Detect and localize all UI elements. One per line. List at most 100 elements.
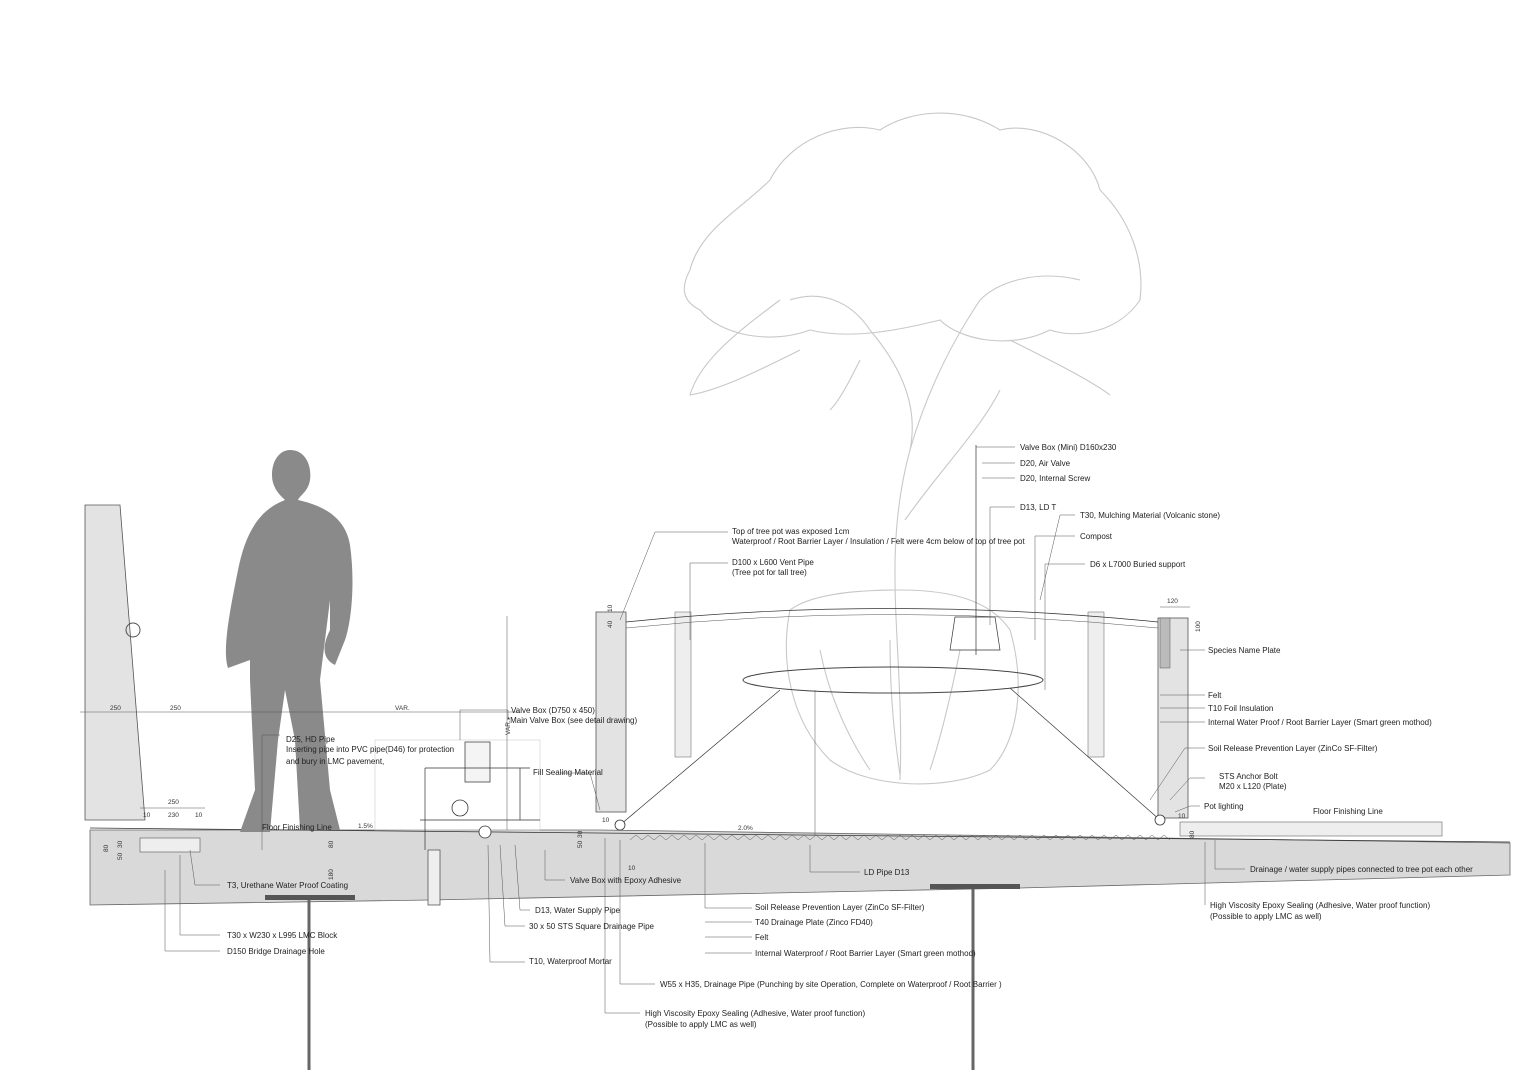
label-drainage-connected: Drainage / water supply pipes connected … bbox=[1250, 865, 1473, 874]
dim-100: 100 bbox=[1195, 621, 1202, 632]
dim-120: 120 bbox=[1167, 598, 1178, 605]
label-fill-sealing: Fill Sealing Material bbox=[533, 768, 603, 777]
dim-250b: 250 bbox=[170, 705, 181, 712]
dim-250c: 250 bbox=[168, 799, 179, 806]
label-water-supply: D13, Water Supply Pipe bbox=[535, 906, 621, 915]
valve-piping bbox=[420, 767, 540, 850]
label-epoxy-bottom-2: (Possible to apply LMC as well) bbox=[645, 1020, 757, 1029]
label-floor-finishing-right: Floor Finishing Line bbox=[1313, 807, 1383, 816]
dim-10f: 10 bbox=[1178, 813, 1186, 820]
pier-cap-right bbox=[930, 884, 1020, 889]
label-valve-box-mini: Valve Box (Mini) D160x230 bbox=[1020, 443, 1117, 452]
guy-wire-right bbox=[1009, 687, 1161, 821]
valve-body bbox=[464, 741, 491, 783]
parapet bbox=[84, 504, 146, 821]
label-top-pot-2: Waterproof / Root Barrier Layer / Insula… bbox=[732, 537, 1026, 546]
mini-valve-box bbox=[949, 616, 1001, 651]
valve-gauge bbox=[451, 799, 469, 817]
species-plate bbox=[1159, 617, 1171, 669]
label-mortar: T10, Waterproof Mortar bbox=[529, 957, 612, 966]
label-felt-bottom: Felt bbox=[755, 933, 769, 942]
pier-cap-left bbox=[265, 895, 355, 900]
label-internal-screw: D20, Internal Screw bbox=[1020, 474, 1090, 483]
slope-left: 1.5% bbox=[358, 823, 373, 830]
guy-wire-left bbox=[619, 689, 781, 826]
dim-80b: 80 bbox=[328, 840, 335, 848]
label-valve-box-main-1: Valve Box (D750 x 450) bbox=[511, 706, 595, 715]
label-valve-box-main-2: *Main Valve Box (see detail drawing) bbox=[507, 716, 637, 725]
label-sts-drainage: 30 x 50 STS Square Drainage Pipe bbox=[529, 922, 655, 931]
label-ld-pipe: LD Pipe D13 bbox=[864, 868, 910, 877]
label-pot-lighting: Pot lighting bbox=[1204, 802, 1244, 811]
pot-wall-right bbox=[1157, 617, 1189, 819]
label-bridge-hole: D150 Bridge Drainage Hole bbox=[227, 947, 325, 956]
label-compost: Compost bbox=[1080, 532, 1113, 541]
label-soil-release-right: Soil Release Prevention Layer (ZinCo SF-… bbox=[1208, 744, 1378, 753]
slope-mid: 2.0% bbox=[738, 825, 753, 832]
vent-pipe-right bbox=[1087, 611, 1105, 758]
valve-meter bbox=[478, 825, 492, 839]
human-silhouette bbox=[225, 450, 353, 832]
anchor-left bbox=[614, 819, 626, 831]
dim-30: 30 bbox=[117, 840, 124, 848]
slab bbox=[89, 829, 1511, 906]
dim-230: 230 bbox=[168, 812, 179, 819]
label-soil-release-bottom: Soil Release Prevention Layer (ZinCo SF-… bbox=[755, 903, 925, 912]
anchor-right bbox=[1154, 814, 1166, 826]
label-floor-finishing-left: Floor Finishing Line bbox=[262, 823, 332, 832]
dim-250a: 250 bbox=[110, 705, 121, 712]
parapet-pipe bbox=[125, 622, 141, 638]
dim-180: 180 bbox=[328, 869, 335, 880]
pot-wall-left bbox=[595, 611, 627, 813]
floor-line bbox=[89, 827, 1511, 843]
dim-80c: 80 bbox=[1189, 830, 1196, 838]
dim-10b: 10 bbox=[195, 812, 203, 819]
label-hd-pipe-2: Inserting pipe into PVC pipe(D46) for pr… bbox=[286, 745, 454, 754]
dim-var-h: VAR. bbox=[395, 705, 410, 712]
label-vent-pipe-2: (Tree pot for tall tree) bbox=[732, 568, 807, 577]
soil-top bbox=[625, 608, 1159, 623]
label-top-pot-1: Top of tree pot was exposed 1cm bbox=[732, 527, 850, 536]
label-internal-wp-right: Internal Water Proof / Root Barrier Laye… bbox=[1208, 718, 1432, 727]
dim-50a: 50 bbox=[117, 852, 124, 860]
label-species-plate: Species Name Plate bbox=[1208, 646, 1281, 655]
dim-10c: 10 bbox=[607, 604, 614, 612]
label-hd-pipe-1: D25, HD Pipe bbox=[286, 735, 335, 744]
tree-outline bbox=[683, 112, 1142, 785]
label-epoxy-bottom-1: High Viscosity Epoxy Sealing (Adhesive, … bbox=[645, 1009, 865, 1018]
valve-box-outline bbox=[374, 739, 541, 831]
label-epoxy-right-2: (Possible to apply LMC as well) bbox=[1210, 912, 1322, 921]
mulch-layer bbox=[625, 614, 1159, 629]
label-felt-right: Felt bbox=[1208, 691, 1222, 700]
dim-40: 40 bbox=[607, 620, 614, 628]
leader-lines bbox=[164, 446, 1245, 1014]
label-valve-box-epoxy: Valve Box with Epoxy Adhesive bbox=[570, 876, 682, 885]
drainage-plate bbox=[629, 834, 1171, 841]
dim-10a: 10 bbox=[143, 812, 151, 819]
right-paving bbox=[1179, 821, 1443, 837]
dim-50b: 50 bbox=[577, 840, 584, 848]
label-anchor-bolt-2: M20 x L120 (Plate) bbox=[1219, 782, 1287, 791]
dim-var-v: VAR. bbox=[505, 720, 512, 735]
label-anchor-bolt-1: STS Anchor Bolt bbox=[1219, 772, 1278, 781]
label-drainage-pipe: W55 x H35, Drainage Pipe (Punching by si… bbox=[660, 980, 1002, 989]
drain-sleeve bbox=[427, 849, 441, 906]
label-foil-insulation: T10 Foil Insulation bbox=[1208, 704, 1273, 713]
dim-10d: 10 bbox=[602, 817, 610, 824]
label-mulching: T30, Mulching Material (Volcanic stone) bbox=[1080, 511, 1220, 520]
buried-support-ring bbox=[742, 666, 1044, 694]
dim-80a: 80 bbox=[103, 844, 110, 852]
label-lmc-block: T30 x W230 x L995 LMC Block bbox=[227, 931, 338, 940]
label-hd-pipe-3: and bury in LMC pavement, bbox=[286, 757, 384, 766]
label-buried-support: D6 x L7000 Buried support bbox=[1090, 560, 1186, 569]
lmc-block bbox=[139, 837, 201, 853]
label-epoxy-right-1: High Viscosity Epoxy Sealing (Adhesive, … bbox=[1210, 901, 1430, 910]
dim-30b: 30 bbox=[577, 830, 584, 838]
label-air-valve: D20, Air Valve bbox=[1020, 459, 1071, 468]
label-ld-t: D13, LD T bbox=[1020, 503, 1056, 512]
label-urethane: T3, Urethane Water Proof Coating bbox=[227, 881, 348, 890]
label-vent-pipe-1: D100 x L600 Vent Pipe bbox=[732, 558, 814, 567]
dim-10e: 10 bbox=[628, 865, 636, 872]
